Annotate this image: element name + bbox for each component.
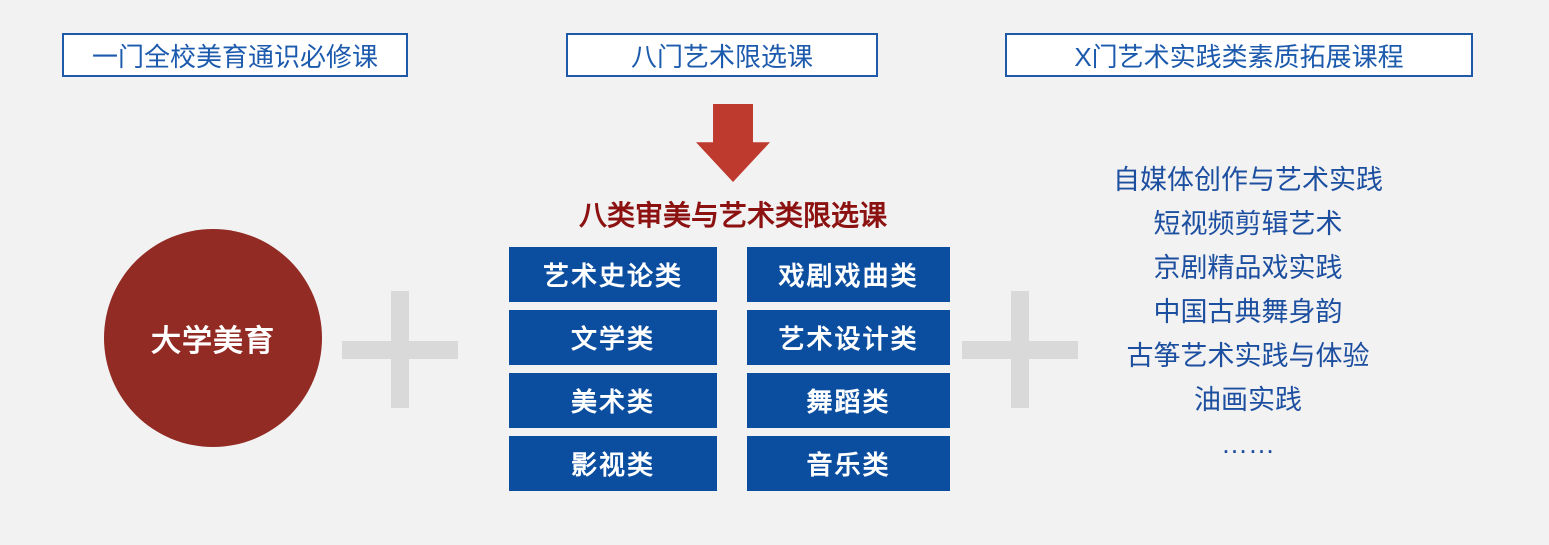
category-button-art-design[interactable]: 艺术设计类 [747, 310, 950, 365]
practice-course-item: 京剧精品戏实践 [1153, 253, 1343, 283]
plus-icon [962, 291, 1078, 408]
category-button-fine-arts[interactable]: 美术类 [509, 373, 717, 428]
practice-course-ellipsis: …… [1221, 429, 1275, 459]
top-box-required-course-label: 一门全校美育通识必修课 [91, 41, 378, 72]
practice-course-item: 中国古典舞身韵 [1153, 297, 1343, 327]
category-button-music[interactable]: 音乐类 [747, 436, 950, 491]
plus-icon [342, 291, 458, 408]
category-button-literature[interactable]: 文学类 [509, 310, 717, 365]
practice-course-list: 自媒体创作与艺术实践 短视频剪辑艺术 京剧精品戏实践 中国古典舞身韵 古筝艺术实… [1048, 158, 1448, 466]
university-aesthetics-circle-label: 大学美育 [151, 325, 275, 358]
practice-course-item: 油画实践 [1194, 385, 1302, 415]
practice-course-item: 短视频剪辑艺术 [1153, 209, 1343, 239]
category-button-grid: 艺术史论类 戏剧戏曲类 文学类 艺术设计类 美术类 舞蹈类 影视类 音乐类 [509, 247, 950, 491]
category-button-film-tv[interactable]: 影视类 [509, 436, 717, 491]
top-box-eight-elective-courses: 八门艺术限选课 [566, 33, 878, 77]
top-box-practice-courses: X门艺术实践类素质拓展课程 [1005, 33, 1473, 77]
practice-course-item: 自媒体创作与艺术实践 [1113, 165, 1383, 195]
category-button-art-history[interactable]: 艺术史论类 [509, 247, 717, 302]
top-box-practice-courses-label: X门艺术实践类素质拓展课程 [1074, 41, 1404, 72]
plus-vertical-bar [391, 291, 409, 408]
plus-vertical-bar [1011, 291, 1029, 408]
top-box-required-course: 一门全校美育通识必修课 [62, 33, 408, 77]
category-button-drama-opera[interactable]: 戏剧戏曲类 [747, 247, 950, 302]
down-arrow-icon [696, 104, 770, 182]
category-button-dance[interactable]: 舞蹈类 [747, 373, 950, 428]
practice-course-item: 古筝艺术实践与体验 [1126, 341, 1370, 371]
university-aesthetics-circle: 大学美育 [104, 229, 322, 447]
category-group-heading: 八类审美与艺术类限选课 [578, 200, 887, 231]
top-box-eight-elective-courses-label: 八门艺术限选课 [630, 41, 813, 72]
